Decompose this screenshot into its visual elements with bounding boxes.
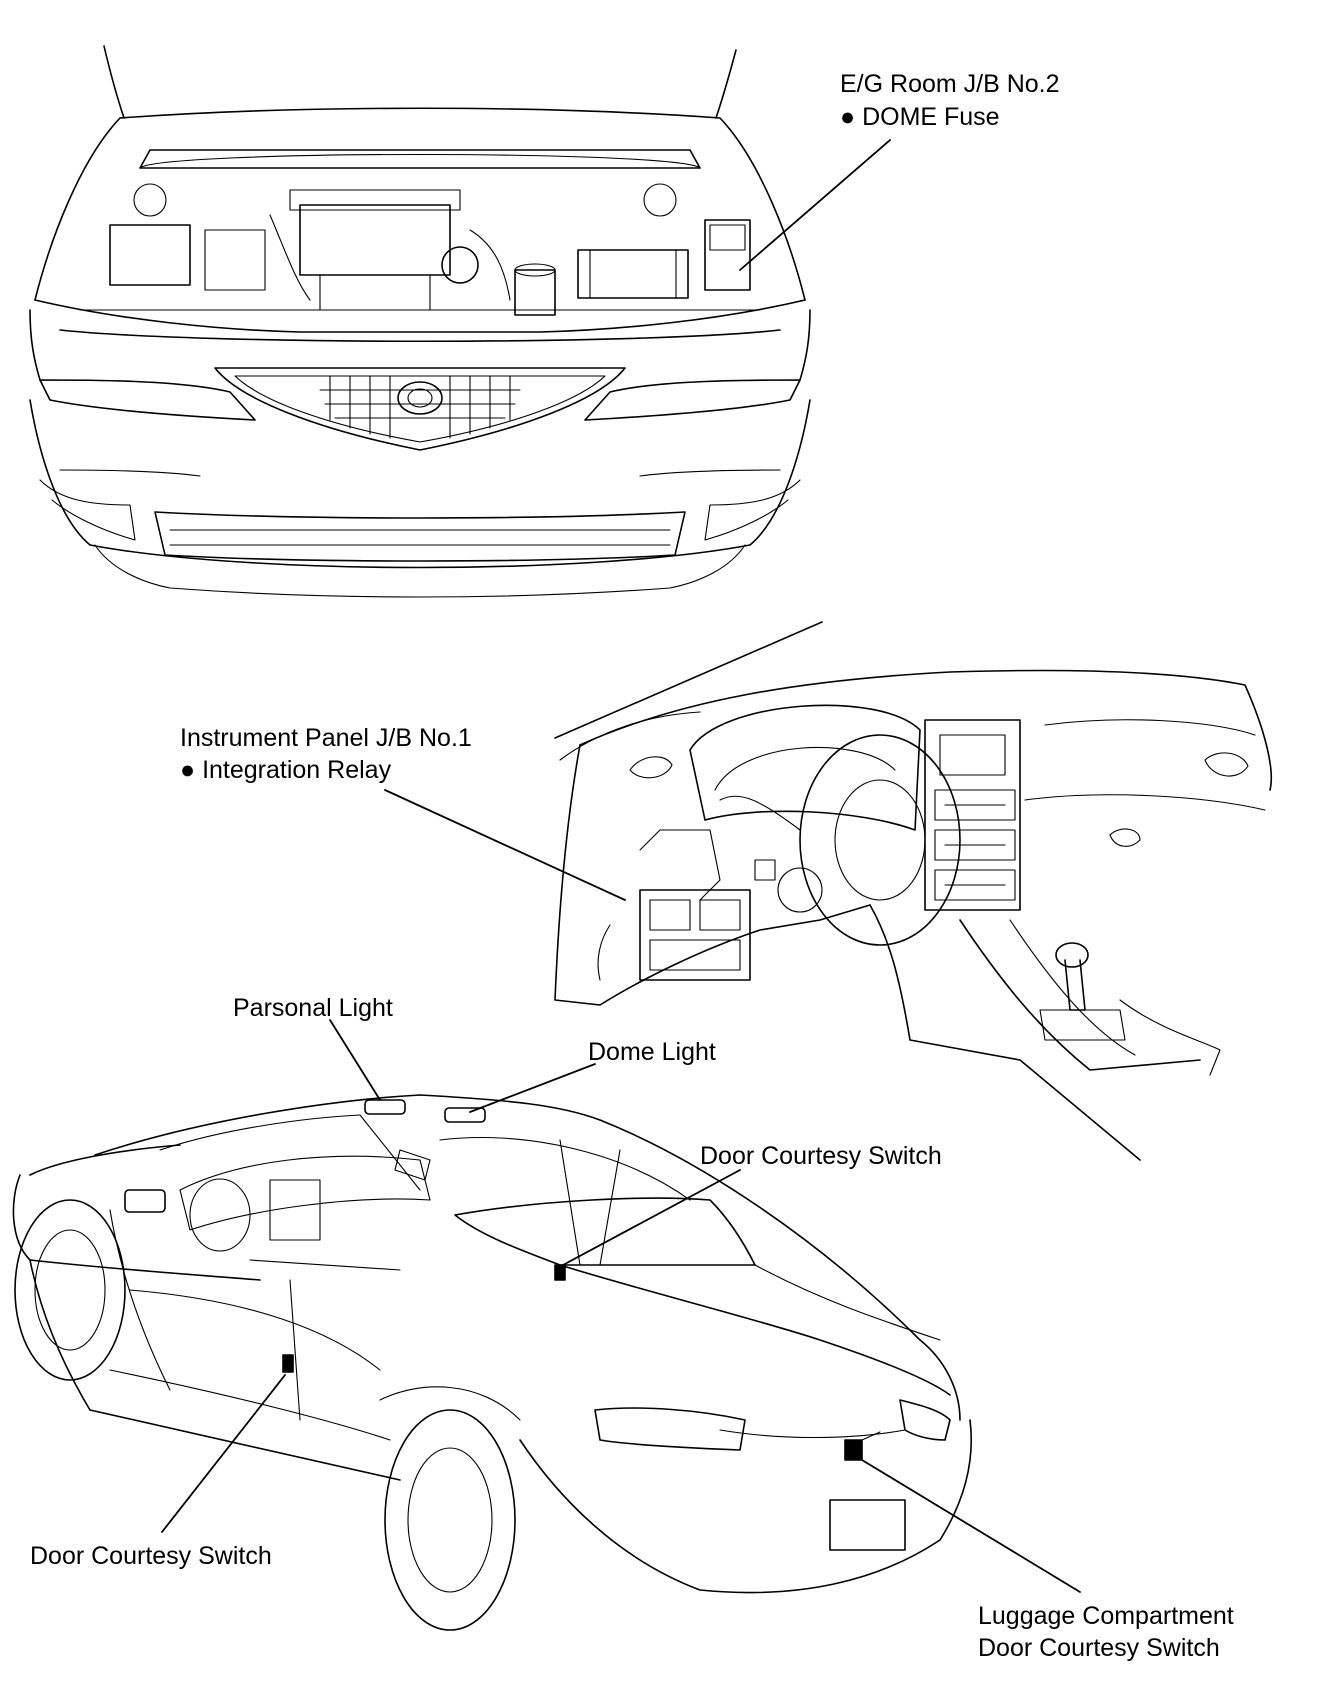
personal-light-text: Parsonal Light xyxy=(233,994,393,1022)
roof-line xyxy=(94,1094,601,1156)
front-car-view xyxy=(29,45,811,598)
luggage-compartment-text-1: Luggage Compartment xyxy=(978,1602,1234,1630)
leader-door-switch-left xyxy=(161,1374,286,1533)
steering-wheel xyxy=(799,734,961,946)
tail-lamp-right xyxy=(899,1399,951,1441)
luggage-compartment-label-line1: Luggage Compartment xyxy=(978,1600,1234,1632)
door-courtesy-switch-left-label: Door Courtesy Switch xyxy=(30,1540,272,1572)
leader-door-switch-right xyxy=(562,1169,741,1266)
front-wheel xyxy=(14,1199,126,1381)
center-console xyxy=(959,919,1201,1071)
dome-light-icon xyxy=(444,1107,486,1123)
front-bumper xyxy=(29,399,811,569)
eg-room-jb-text: E/G Room J/B No.2 xyxy=(840,70,1060,98)
lower-dash-left xyxy=(554,744,871,1006)
interior-dash xyxy=(179,1155,431,1231)
instrument-panel-jb xyxy=(639,889,751,981)
personal-light-label: Parsonal Light xyxy=(233,992,393,1024)
rear-wheel xyxy=(384,1409,516,1631)
door-courtesy-switch-left-text: Door Courtesy Switch xyxy=(30,1542,272,1570)
bullet-icon: ● xyxy=(840,103,856,131)
body-side xyxy=(29,1259,401,1481)
dashboard-view xyxy=(554,621,1273,1161)
center-stack xyxy=(924,719,1021,911)
leader-lines xyxy=(161,139,1081,1593)
right-vent-icon xyxy=(1204,752,1249,777)
door-courtesy-switch-right-label: Door Courtesy Switch xyxy=(700,1140,942,1172)
instrument-panel-jb-text: Instrument Panel J/B No.1 xyxy=(180,724,472,752)
rear-window xyxy=(454,1197,756,1266)
leader-dome-light xyxy=(469,1063,596,1113)
personal-light-icon xyxy=(364,1099,406,1115)
leader-integration-relay xyxy=(384,789,626,901)
luggage-switch-icon xyxy=(844,1439,863,1461)
headlamp-left xyxy=(39,379,256,421)
instrument-cluster-hood xyxy=(689,704,921,831)
door-courtesy-switch-right-text: Door Courtesy Switch xyxy=(700,1142,942,1170)
dome-light-label: Dome Light xyxy=(588,1036,716,1068)
glovebox-latch-icon xyxy=(1109,828,1141,847)
hood-prop-left xyxy=(103,45,125,119)
tail-lamp-left xyxy=(594,1407,746,1451)
door-courtesy-switch-icon-right xyxy=(554,1264,566,1281)
headlamp-right xyxy=(584,379,801,421)
cowl-bar xyxy=(139,149,701,169)
grille-outline xyxy=(214,367,626,451)
integration-relay-label: ● Integration Relay xyxy=(180,754,391,786)
left-vent-icon xyxy=(629,756,673,779)
luggage-compartment-text-2: Door Courtesy Switch xyxy=(978,1634,1220,1662)
car-side-view xyxy=(12,1094,973,1631)
dome-light-text: Dome Light xyxy=(588,1038,716,1066)
integration-relay-text: Integration Relay xyxy=(202,756,392,784)
hood-prop-right xyxy=(715,49,737,119)
instrument-panel-jb-label: Instrument Panel J/B No.1 xyxy=(180,722,472,754)
rear-bumper xyxy=(519,1419,973,1594)
engine-bay-outline xyxy=(119,107,806,301)
side-mirror xyxy=(124,1189,166,1213)
toyota-emblem-icon xyxy=(397,381,443,415)
trunk-lid xyxy=(559,1264,951,1396)
dome-fuse-label: ● DOME Fuse xyxy=(840,101,1000,133)
dome-fuse-text: DOME Fuse xyxy=(862,103,1000,131)
eg-room-jb-label: E/G Room J/B No.2 xyxy=(840,68,1060,100)
grille-mesh xyxy=(319,375,521,439)
leader-personal-light xyxy=(329,1019,381,1101)
bullet-icon: ● xyxy=(180,756,196,784)
luggage-compartment-label-line2: Door Courtesy Switch xyxy=(978,1632,1220,1664)
license-plate xyxy=(829,1499,906,1551)
leader-dome-fuse xyxy=(739,139,891,271)
door-courtesy-switch-icon-left xyxy=(282,1354,294,1373)
leader-luggage-switch xyxy=(861,1459,1081,1593)
lower-grille xyxy=(154,511,686,562)
